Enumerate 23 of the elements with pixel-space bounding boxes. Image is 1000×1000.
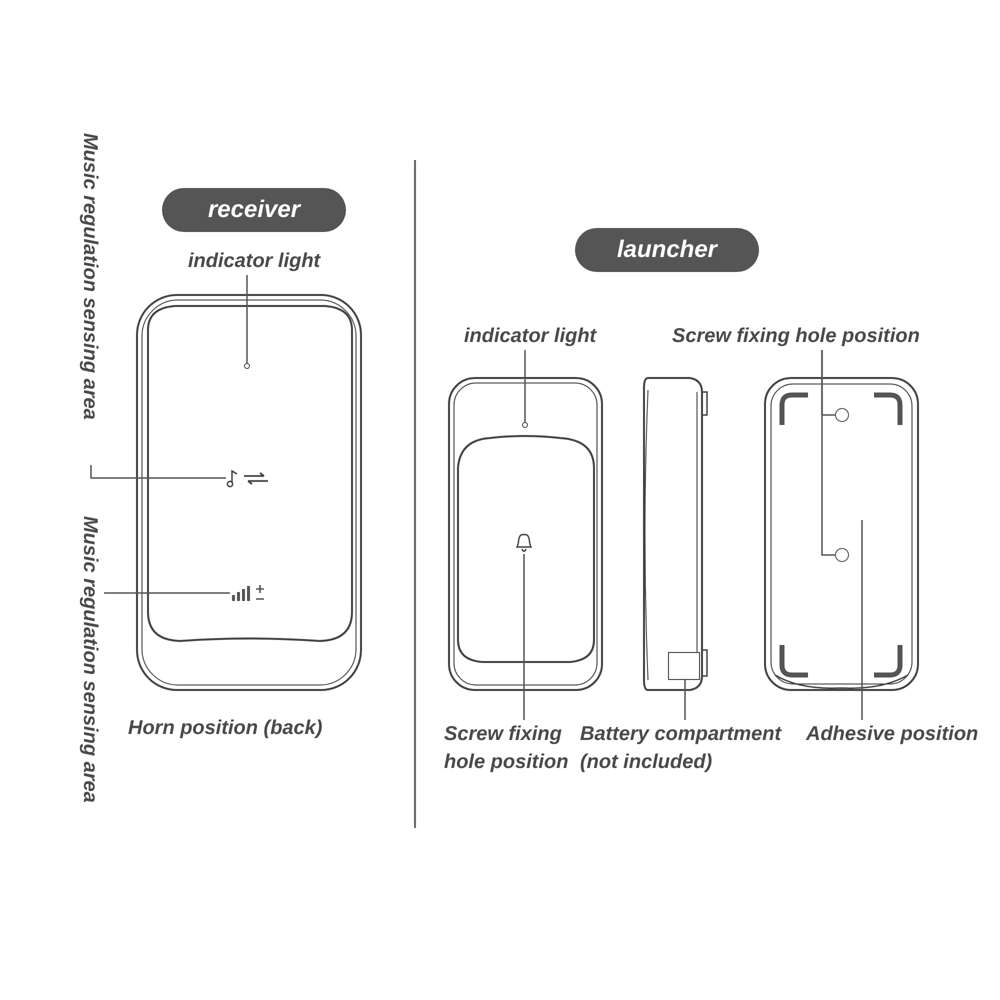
leader-line — [821, 350, 835, 556]
callout-text: indicator light — [464, 322, 626, 350]
callout-text: Adhesive position — [806, 720, 990, 748]
leader-line — [524, 350, 526, 422]
battery-compartment — [668, 652, 700, 680]
callout-text: indicator light — [188, 247, 350, 275]
leader-line — [90, 465, 226, 479]
music-note-icon — [226, 469, 270, 488]
callout-text: Screw fixing hole position — [444, 720, 576, 776]
title-pill: launcher — [575, 228, 759, 272]
caption-text: Horn position (back) — [128, 716, 324, 741]
leader-line — [246, 275, 248, 363]
screw-hole — [835, 408, 849, 422]
screw-hole — [835, 548, 849, 562]
leader-line — [684, 680, 686, 720]
callout-text: Battery compartment (not included) — [580, 720, 798, 776]
title-pill: receiver — [162, 188, 346, 232]
leader-line — [861, 519, 863, 720]
leader-line — [104, 592, 230, 594]
callout-text: Screw fixing hole position — [672, 322, 968, 350]
callout-text: Music regulation sensing area — [78, 133, 104, 465]
callout-text: Music regulation sensing area — [78, 516, 104, 848]
leader-line — [523, 554, 525, 720]
